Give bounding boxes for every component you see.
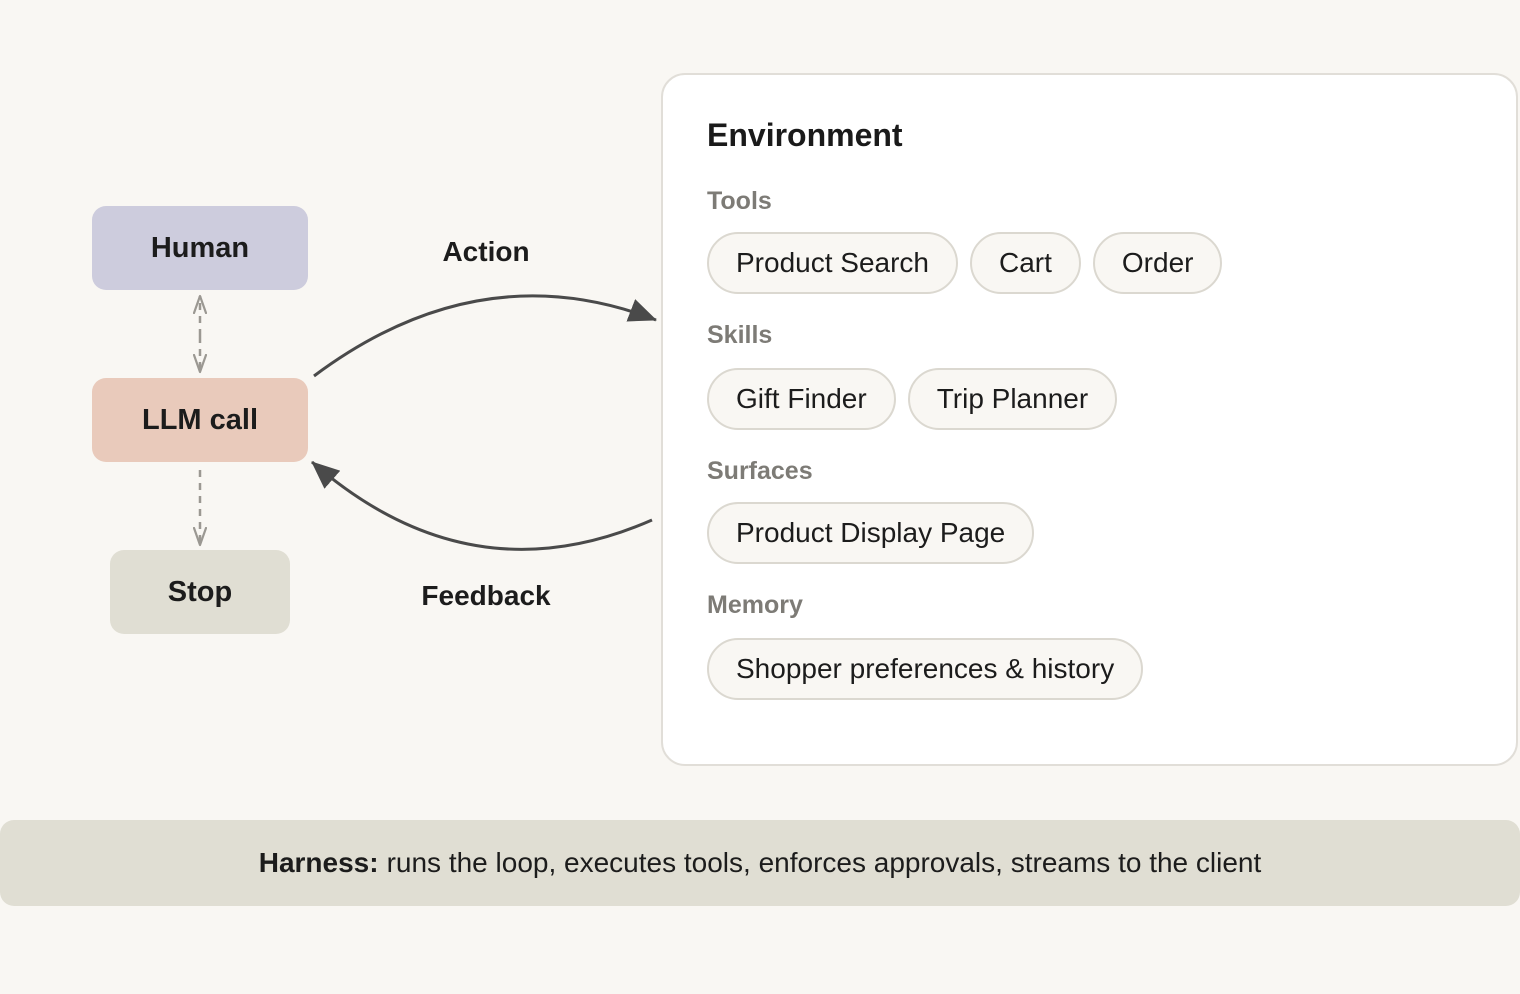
human-node-label: Human [150,231,250,264]
skills-chip-row: Gift Finder Trip Planner [707,368,1118,430]
skill-chip-trip-planner: Trip Planner [907,368,1118,430]
surface-chip-product-display-page: Product Display Page [707,502,1035,564]
human-node: Human [92,206,308,290]
stop-node-label: Stop [167,575,233,608]
environment-title: Environment [707,117,903,153]
skill-chip-gift-finder: Gift Finder [707,368,896,430]
llm-call-node-label: LLM call [141,403,258,436]
tools-chip-row: Product Search Cart Order [707,232,1223,294]
feedback-arrow [311,460,653,551]
harness-description: runs the loop, executes tools, enforces … [386,847,1262,878]
tool-chip-cart: Cart [970,232,1081,294]
environment-panel: Environment Tools Product Search Cart Or… [661,73,1518,766]
memory-section-label: Memory [707,591,803,619]
tools-section-label: Tools [707,187,772,215]
surfaces-chip-row: Product Display Page [707,502,1035,564]
llm-call-node: LLM call [92,378,308,462]
memory-chip-shopper-preferences: Shopper preferences & history [707,638,1144,700]
stop-node: Stop [110,550,290,634]
action-label: Action [442,236,530,267]
tool-chip-product-search: Product Search [707,232,958,294]
tool-chip-order: Order [1092,232,1223,294]
harness-bar: Harness: runs the loop, executes tools, … [0,820,1520,906]
surfaces-section-label: Surfaces [707,457,813,485]
memory-chip-row: Shopper preferences & history [707,638,1144,700]
harness-label: Harness: [258,847,379,878]
action-arrow [313,294,657,378]
feedback-label: Feedback [421,580,551,611]
skills-section-label: Skills [707,321,773,349]
